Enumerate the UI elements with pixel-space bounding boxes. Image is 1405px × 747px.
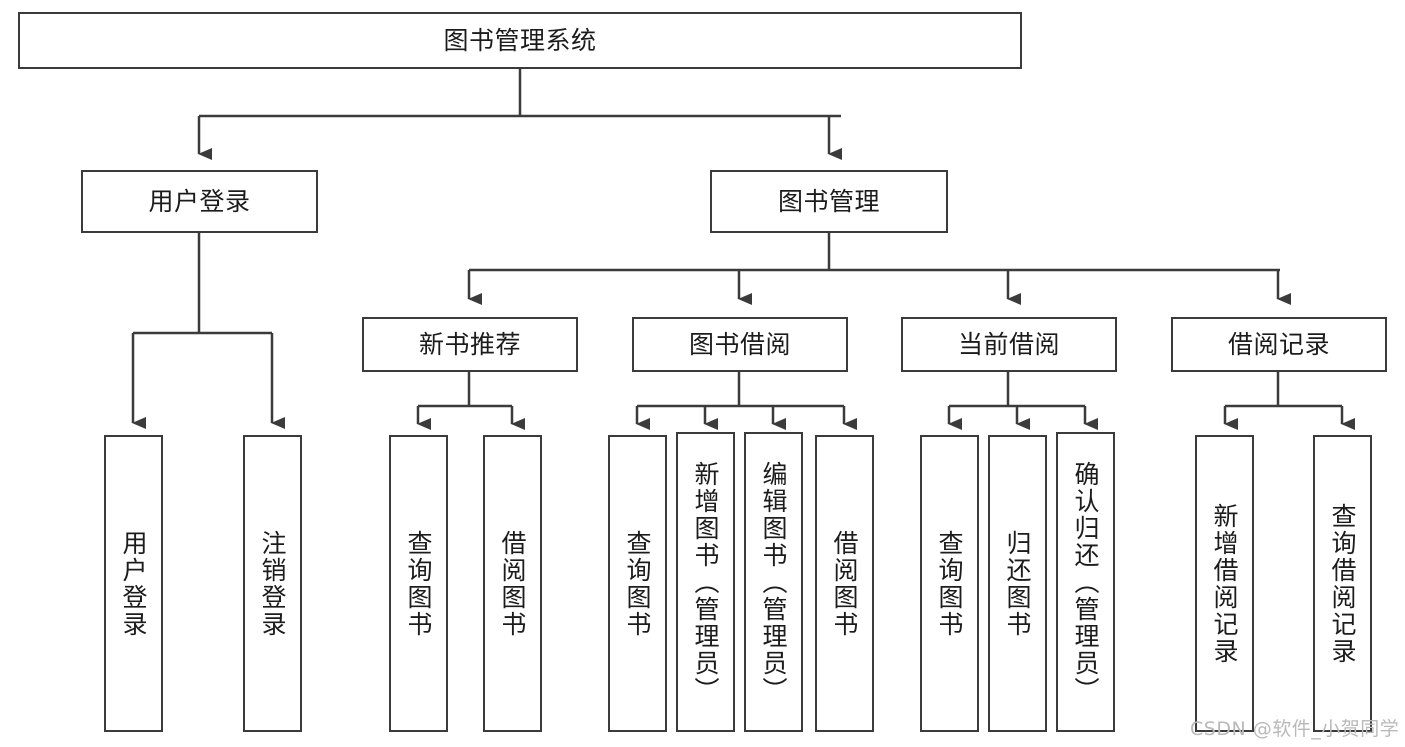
leaf-query-books-newbook[interactable]: 查询图书 bbox=[389, 435, 448, 732]
leaf-query-books-newbook-label: 查询图书 bbox=[404, 529, 433, 638]
leaf-user-login[interactable]: 用户登录 bbox=[104, 435, 163, 732]
node-book-borrow-label: 图书借阅 bbox=[688, 329, 791, 359]
leaf-query-books-borrow[interactable]: 查询图书 bbox=[608, 435, 667, 732]
node-borrow-records-label: 借阅记录 bbox=[1227, 329, 1330, 359]
leaf-add-borrow-record[interactable]: 新增借阅记录 bbox=[1195, 435, 1254, 732]
leaf-return-books[interactable]: 归还图书 bbox=[988, 435, 1047, 732]
node-current-borrow-label: 当前借阅 bbox=[957, 329, 1060, 359]
leaf-return-books-label: 归还图书 bbox=[1003, 529, 1032, 638]
node-book-borrow[interactable]: 图书借阅 bbox=[632, 317, 848, 372]
leaf-borrow-books-newbook-label: 借阅图书 bbox=[498, 529, 527, 638]
leaf-add-book-admin[interactable]: 新增图书（管理员） bbox=[676, 432, 735, 732]
node-root-label: 图书管理系统 bbox=[443, 25, 597, 55]
leaf-borrow-books-borrow-label: 借阅图书 bbox=[830, 529, 859, 638]
leaf-add-borrow-record-label: 新增借阅记录 bbox=[1210, 502, 1239, 665]
leaf-borrow-books-newbook[interactable]: 借阅图书 bbox=[483, 435, 542, 732]
leaf-logout[interactable]: 注销登录 bbox=[243, 435, 302, 732]
leaf-confirm-return-admin-label: 确认归还（管理员） bbox=[1071, 460, 1100, 704]
node-user-login-label: 用户登录 bbox=[148, 186, 251, 216]
node-new-book-recommend[interactable]: 新书推荐 bbox=[362, 317, 578, 372]
node-user-login[interactable]: 用户登录 bbox=[81, 170, 318, 233]
node-borrow-records[interactable]: 借阅记录 bbox=[1171, 317, 1387, 372]
leaf-borrow-books-borrow[interactable]: 借阅图书 bbox=[815, 435, 874, 732]
leaf-query-borrow-record[interactable]: 查询借阅记录 bbox=[1313, 435, 1372, 732]
node-current-borrow[interactable]: 当前借阅 bbox=[901, 317, 1117, 372]
leaf-user-login-label: 用户登录 bbox=[119, 529, 148, 638]
node-book-management[interactable]: 图书管理 bbox=[710, 170, 948, 233]
node-book-management-label: 图书管理 bbox=[777, 186, 880, 216]
leaf-add-book-admin-label: 新增图书（管理员） bbox=[691, 460, 720, 704]
node-new-book-recommend-label: 新书推荐 bbox=[418, 329, 521, 359]
node-root[interactable]: 图书管理系统 bbox=[18, 12, 1022, 69]
leaf-edit-book-admin-label: 编辑图书（管理员） bbox=[759, 460, 788, 704]
leaf-query-borrow-record-label: 查询借阅记录 bbox=[1328, 502, 1357, 665]
leaf-query-books-borrow-label: 查询图书 bbox=[623, 529, 652, 638]
leaf-query-books-current-label: 查询图书 bbox=[935, 529, 964, 638]
leaf-edit-book-admin[interactable]: 编辑图书（管理员） bbox=[744, 432, 803, 732]
watermark-text: CSDN @软件_小贺同学 bbox=[1190, 718, 1400, 740]
leaf-logout-label: 注销登录 bbox=[258, 529, 287, 638]
leaf-query-books-current[interactable]: 查询图书 bbox=[920, 435, 979, 732]
leaf-confirm-return-admin[interactable]: 确认归还（管理员） bbox=[1056, 432, 1115, 732]
